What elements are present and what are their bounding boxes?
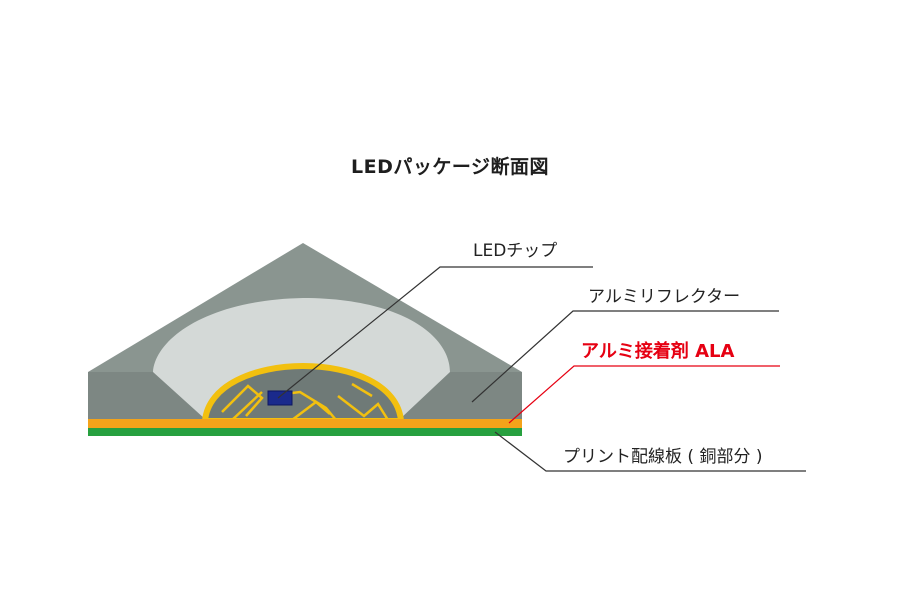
label-adhesive: アルミ接着剤 ALA xyxy=(581,340,734,362)
label-reflector: アルミリフレクター xyxy=(588,287,740,307)
reflector-side-left xyxy=(88,372,205,419)
diagram-title: LEDパッケージ断面図 xyxy=(351,156,549,178)
adhesive-layer xyxy=(88,419,522,428)
pcb-layer xyxy=(88,428,522,436)
reflector-dome xyxy=(88,298,522,419)
leader-lines xyxy=(277,266,806,472)
label-pcb: プリント配線板 ( 銅部分 ) xyxy=(563,447,762,467)
leader-adhesive xyxy=(508,365,780,424)
leader-reflector xyxy=(471,310,779,403)
led-chip xyxy=(267,390,293,406)
leader-led-chip xyxy=(277,266,593,399)
leader-pcb xyxy=(494,431,806,472)
label-led-chip: LEDチップ xyxy=(473,241,557,261)
